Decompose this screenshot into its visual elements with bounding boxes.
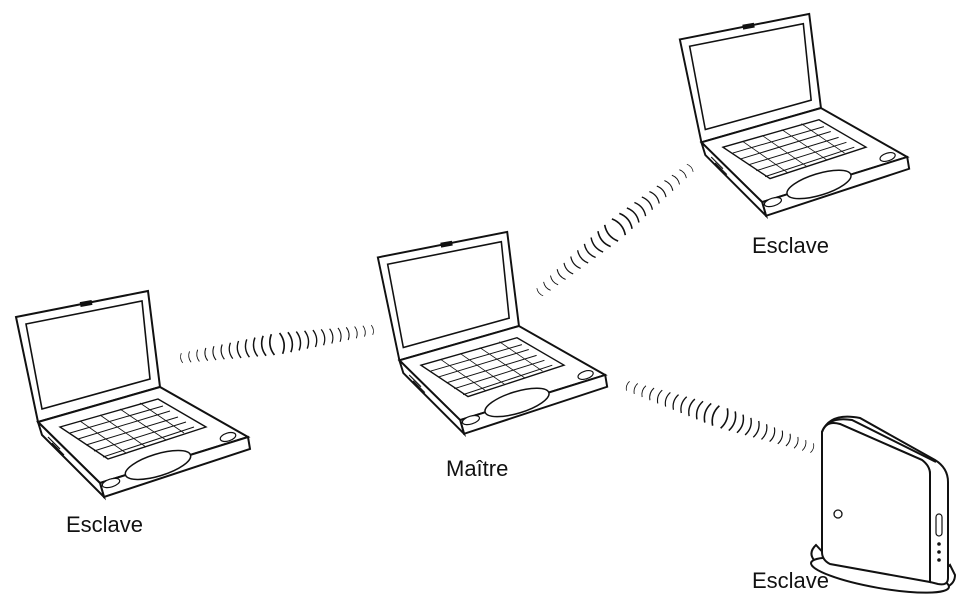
wave-arc (633, 200, 649, 217)
wave-arc (211, 345, 217, 361)
wave-arc (243, 338, 251, 359)
wave-arc (267, 333, 276, 357)
wave-arc (345, 326, 351, 341)
wave-arc (235, 340, 242, 359)
slave-left-label: Esclave (66, 512, 144, 537)
wave-arc (179, 352, 184, 364)
master-label: Maître (446, 456, 509, 481)
wave-arc (581, 243, 597, 260)
wave-arc (769, 426, 777, 443)
wave-link-left-master (179, 324, 375, 364)
wave-arc (656, 184, 669, 198)
slave-access-point-label: Esclave (752, 568, 830, 593)
wave-arc (611, 216, 629, 236)
wave-arc (671, 173, 682, 185)
wave-arc (719, 407, 731, 431)
wave-arc (624, 380, 630, 392)
wave-arc (793, 436, 800, 450)
wave-arc (251, 336, 259, 358)
wave-arc (329, 327, 335, 345)
laptop-icon-top-right (678, 12, 911, 217)
wave-arc (287, 331, 295, 353)
wave-arc (663, 391, 671, 408)
wave-arc (295, 330, 303, 352)
wave-arc (259, 335, 267, 357)
wave-arc (777, 430, 785, 446)
wave-arc (303, 329, 311, 350)
wave-arc (548, 275, 559, 287)
wave-arc (648, 189, 662, 205)
wave-arc (219, 343, 225, 361)
wave-arc (362, 325, 367, 338)
wave-arc (678, 395, 688, 414)
wave-arc (632, 382, 639, 395)
wave-arc (670, 393, 680, 411)
wave-arc (701, 401, 712, 424)
wave-arc (655, 388, 663, 404)
wave-arc (195, 349, 200, 363)
wave-arc (640, 384, 647, 398)
wave-link-master-top-right (535, 162, 695, 298)
wave-arc (736, 413, 747, 435)
wave-arc (354, 325, 359, 339)
wave-arc (678, 168, 689, 179)
wave-arc (227, 342, 234, 360)
wave-arc (575, 249, 589, 266)
wave-arc (541, 281, 552, 292)
wave-arc (203, 347, 209, 362)
wave-arc (320, 328, 327, 346)
wave-arc (810, 442, 816, 454)
wave-arc (647, 386, 655, 401)
wave-arc (561, 262, 574, 276)
wave-arc (641, 194, 655, 211)
wave-link-master-access-point (624, 380, 816, 454)
wave-arc (568, 255, 582, 271)
wave-arc (728, 410, 739, 433)
wave-arc (752, 420, 762, 439)
wave-arc (686, 162, 695, 173)
slave-top-right-label: Esclave (752, 233, 830, 258)
wave-arc (370, 324, 375, 336)
wave-arc (686, 397, 696, 417)
wave-arc (601, 224, 619, 244)
wave-arc (312, 329, 319, 348)
wave-arc (785, 433, 793, 448)
wave-arc (760, 423, 770, 441)
wave-arc (555, 268, 567, 282)
wave-arc (278, 331, 287, 355)
wave-arc (801, 439, 808, 452)
wave-arc (187, 350, 192, 363)
wave-arc (744, 417, 754, 437)
wave-arc (337, 327, 343, 343)
laptop-icon-left (15, 290, 251, 498)
access-point-icon (810, 415, 957, 594)
wave-arc (535, 287, 544, 298)
wave-arc (709, 403, 721, 427)
wave-arc (663, 178, 675, 192)
wave-arc (693, 399, 704, 421)
